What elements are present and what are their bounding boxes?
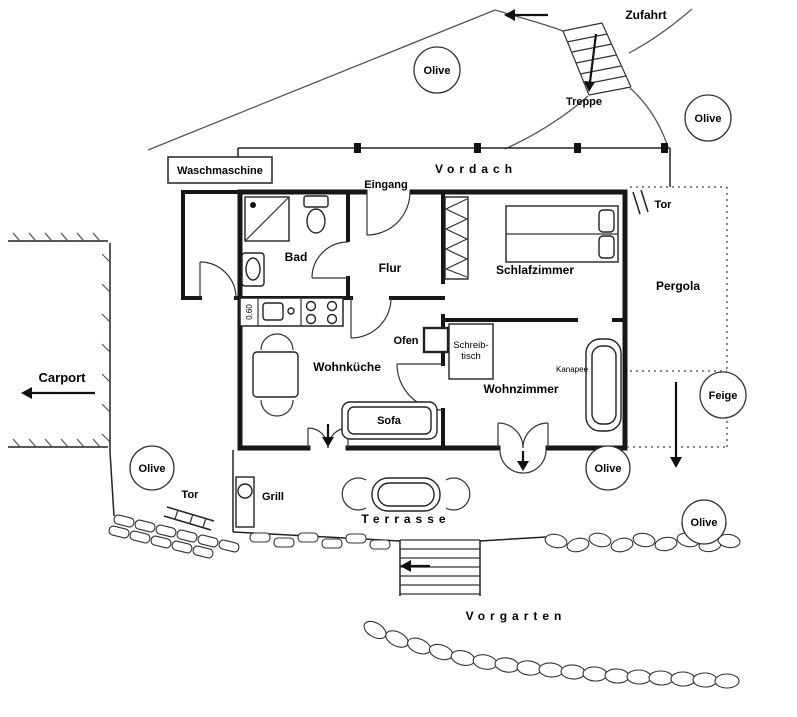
flur-label: Flur xyxy=(379,261,402,275)
schreibtisch-label-line1: Schreib- xyxy=(453,340,488,351)
canopy-post-icon xyxy=(574,143,581,153)
zufahrt-arrow-icon xyxy=(504,9,548,21)
terrasse-label: Terrasse xyxy=(361,512,450,526)
bad-label: Bad xyxy=(285,250,308,264)
eingang-door xyxy=(366,191,411,236)
tor-left-gate-icon xyxy=(163,506,215,531)
olive-tree: Olive xyxy=(681,499,727,545)
sofa-label: Sofa xyxy=(377,415,402,427)
pergola-arrow-icon xyxy=(670,382,682,468)
ofen-icon xyxy=(422,326,450,354)
carport-arrow-icon xyxy=(21,387,95,399)
kitchen-sink-icon xyxy=(262,302,295,321)
pergola-label: Pergola xyxy=(656,279,700,293)
sofa-icon xyxy=(341,401,438,440)
wohnkueche-label: Wohnküche xyxy=(313,360,381,374)
schreibtisch-desk: Schreib- tisch xyxy=(448,323,494,380)
feige-tree-label: Feige xyxy=(709,390,738,402)
utility-door xyxy=(199,261,237,299)
terrain-lines xyxy=(147,8,693,151)
kitchen-door-arrow-icon xyxy=(322,424,334,447)
toilet-icon xyxy=(303,195,329,234)
vorgarten-label: Vorgarten xyxy=(466,609,567,623)
utility-room xyxy=(181,190,242,300)
tor-right-label: Tor xyxy=(655,199,673,211)
bad-room: Bad xyxy=(241,195,329,287)
stove-icon xyxy=(305,300,338,325)
treppe-label: Treppe xyxy=(566,96,602,108)
grill-label: Grill xyxy=(262,491,284,503)
canopy-post-icon xyxy=(354,143,361,153)
carport-label: Carport xyxy=(39,370,87,385)
olive-tree: Olive xyxy=(413,46,461,94)
terrace-area: Terrasse Grill xyxy=(232,450,547,550)
schlafzimmer-label: Schlafzimmer xyxy=(496,263,574,277)
eingang-label: Eingang xyxy=(364,179,407,191)
dining-table-icon xyxy=(252,333,299,417)
grill-icon xyxy=(235,476,255,528)
olive-tree: Olive xyxy=(684,94,732,142)
tor-right-gate-icon xyxy=(632,189,649,215)
counter-depth-label: 0,60 xyxy=(245,304,254,320)
terrace-table-icon xyxy=(371,477,441,512)
feige-tree: Feige xyxy=(699,371,747,419)
bad-door xyxy=(311,241,349,279)
carport-hatching xyxy=(12,232,111,448)
kitchen-counter: 0,60 xyxy=(239,297,344,327)
flur-kitchen-door xyxy=(350,297,392,339)
terrace-chair-right-icon xyxy=(445,477,471,511)
shower-icon xyxy=(244,196,290,242)
vordach-canopy xyxy=(237,143,671,187)
canopy-post-icon xyxy=(474,143,481,153)
terrace-chair-left-icon xyxy=(341,477,367,511)
stone-path-carport xyxy=(108,514,240,559)
wohnzimmer-label: Wohnzimmer xyxy=(483,382,558,396)
pergola-area: Pergola Tor xyxy=(627,186,728,468)
tor-left-label: Tor xyxy=(182,489,200,501)
schreibtisch-label-line2: tisch xyxy=(461,351,481,362)
terrace-edge-stones xyxy=(249,532,391,550)
kanapee-icon xyxy=(585,338,622,432)
livingroom-terrace-door xyxy=(497,422,549,474)
olive-tree-label: Olive xyxy=(695,113,722,125)
olive-tree-label: Olive xyxy=(424,65,451,77)
olive-tree-label: Olive xyxy=(139,463,166,475)
closet-icon xyxy=(444,196,469,280)
steps-arrow-icon xyxy=(400,560,430,572)
bad-sink-icon xyxy=(241,252,265,287)
stone-row-bottom xyxy=(363,620,740,689)
treppe-arrow-icon xyxy=(584,33,598,92)
olive-tree-label: Olive xyxy=(691,517,718,529)
bed-icon xyxy=(505,205,619,263)
canopy-post-icon xyxy=(661,143,668,153)
kanapee-label: Kanapee xyxy=(556,365,589,374)
olive-tree-label: Olive xyxy=(595,463,622,475)
olive-tree: Olive xyxy=(129,445,175,491)
zufahrt-label: Zufahrt xyxy=(625,8,666,22)
waschmaschine-box: Waschmaschine xyxy=(167,156,273,184)
vordach-label: Vordach xyxy=(435,162,517,176)
livingroom-door-arrow-icon xyxy=(517,451,529,471)
ofen-label: Ofen xyxy=(393,335,418,347)
waschmaschine-label: Waschmaschine xyxy=(177,165,263,177)
treppe-stairs xyxy=(562,22,632,96)
garden-steps xyxy=(399,539,481,596)
olive-tree: Olive xyxy=(585,445,631,491)
schlafzimmer-room: Schlafzimmer xyxy=(444,196,619,280)
carport-area: Carport xyxy=(8,232,115,517)
